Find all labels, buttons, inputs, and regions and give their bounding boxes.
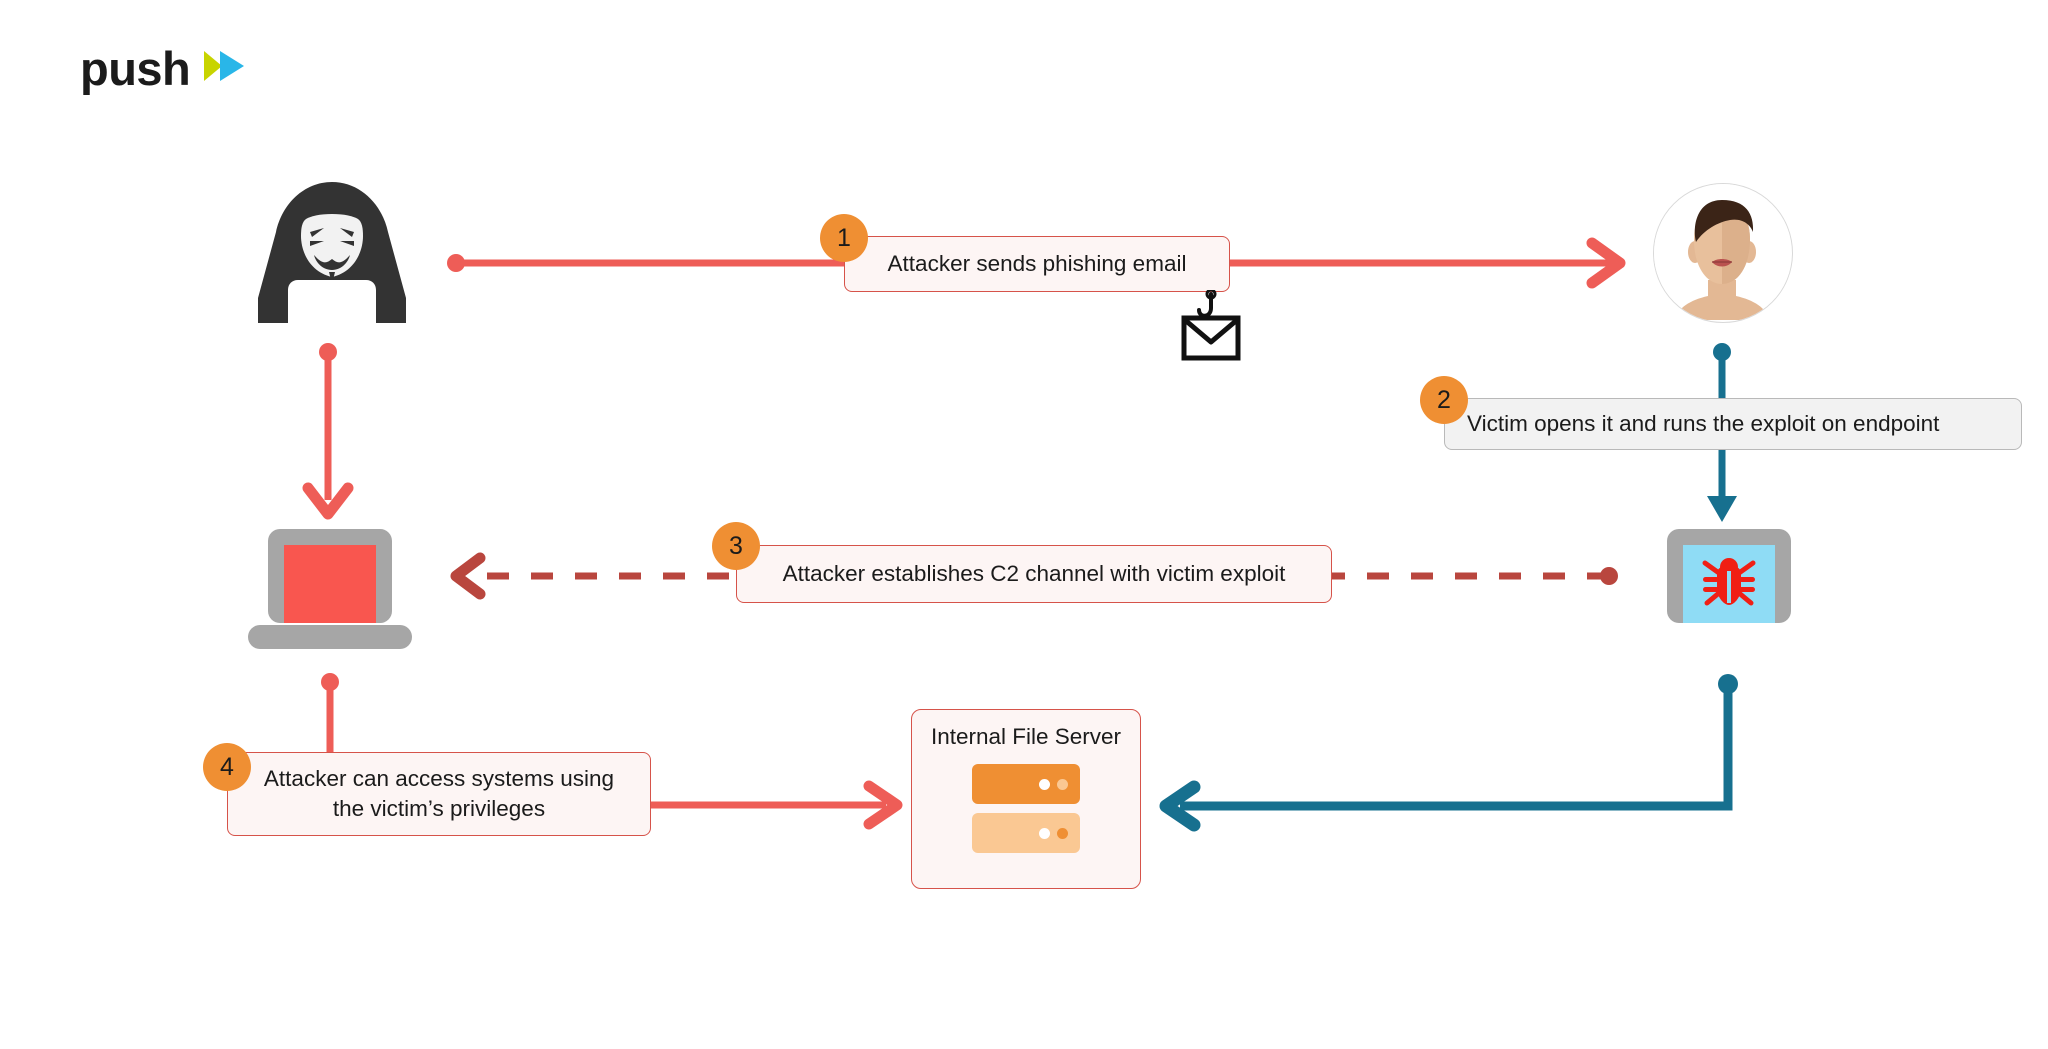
- bug-icon: [1702, 558, 1756, 606]
- step-1-label: Attacker sends phishing email: [844, 236, 1230, 292]
- step-3-label: Attacker establishes C2 channel with vic…: [736, 545, 1332, 603]
- internal-file-server-card: Internal File Server: [911, 709, 1141, 889]
- rack-led: [1039, 827, 1050, 839]
- logo-wordmark: push: [80, 42, 191, 95]
- hook-envelope-icon: [1176, 288, 1246, 370]
- step-4: 4 Attacker can access systems using the …: [203, 743, 651, 836]
- connector-victim-laptop-to-file-server: [1159, 674, 1738, 832]
- step-2-label: Victim opens it and runs the exploit on …: [1444, 398, 2022, 450]
- push-logo: push: [80, 45, 246, 92]
- step-3-badge: 3: [712, 522, 760, 570]
- connector-attacker-to-attacker-laptop: [302, 343, 354, 520]
- rack-led: [1057, 827, 1068, 839]
- rack-led: [1057, 778, 1068, 790]
- rack-led: [1039, 778, 1050, 790]
- step-4-label: Attacker can access systems using the vi…: [227, 752, 651, 836]
- step-2-badge: 2: [1420, 376, 1468, 424]
- step-3: 3 Attacker establishes C2 channel with v…: [712, 522, 1332, 603]
- server-rack-row: [972, 764, 1080, 804]
- step-1: 1 Attacker sends phishing email: [820, 214, 1230, 292]
- server-rack-row: [972, 813, 1080, 853]
- step-1-badge: 1: [820, 214, 868, 262]
- play-triangles-icon: [204, 49, 246, 88]
- file-server-title: Internal File Server: [930, 724, 1122, 749]
- victim-laptop-icon: [1645, 525, 1813, 655]
- step-4-badge: 4: [203, 743, 251, 791]
- attacker-laptop-icon: [246, 525, 414, 655]
- attacker-hacker-icon: [248, 180, 416, 325]
- victim-person-avatar: [1653, 183, 1793, 323]
- step-2: 2 Victim opens it and runs the exploit o…: [1420, 376, 2022, 450]
